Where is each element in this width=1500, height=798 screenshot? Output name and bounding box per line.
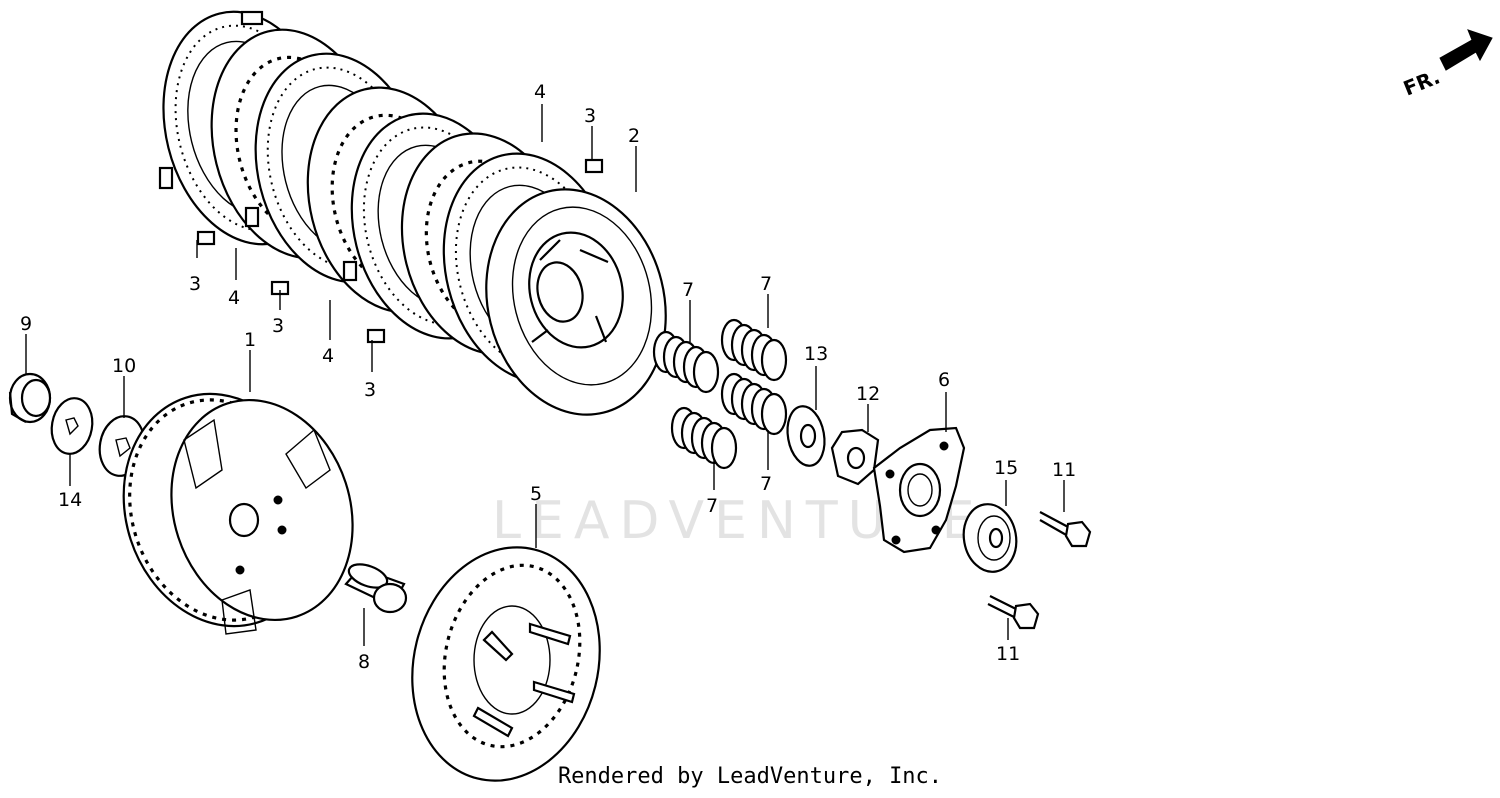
leader-lines (25, 104, 1065, 646)
callout-14: 14 (58, 489, 82, 511)
lifter-plate-6 (872, 426, 966, 554)
callout-3: 3 (272, 315, 284, 337)
callout-3: 3 (364, 379, 376, 401)
callout-3: 3 (584, 105, 596, 127)
collar-8 (344, 563, 408, 614)
clutch-spring-1 (652, 330, 720, 394)
callout-12: 12 (856, 383, 880, 405)
callout-11: 11 (996, 643, 1020, 665)
clutch-spring-4 (670, 406, 738, 470)
clutch-center-2 (485, 188, 667, 416)
callout-13: 13 (804, 343, 828, 365)
credit-line: Rendered by LeadVenture, Inc. (557, 764, 943, 789)
front-arrow-icon (1439, 29, 1493, 71)
callout-7: 7 (682, 279, 694, 301)
collar-9 (8, 372, 52, 424)
callout-4: 4 (228, 287, 240, 309)
lifter-12 (830, 428, 880, 486)
callout-1: 1 (244, 329, 256, 351)
bearing-15 (962, 503, 1018, 573)
callout-6: 6 (938, 369, 950, 391)
callout-numbers: 3 4 3 4 3 4 3 2 7 7 7 7 13 12 6 15 11 11… (20, 81, 1076, 673)
callout-11: 11 (1052, 459, 1076, 481)
callout-7: 7 (760, 473, 772, 495)
clutch-plate-stack (158, 10, 667, 416)
lock-washer-14 (50, 397, 94, 455)
bolt-11-upper (1039, 511, 1092, 548)
callout-3: 3 (189, 273, 201, 295)
callout-4: 4 (322, 345, 334, 367)
front-label: FR. (1400, 65, 1443, 101)
clutch-outer-1 (122, 392, 354, 635)
clutch-spring-2 (720, 318, 788, 382)
callout-8: 8 (358, 651, 370, 673)
callout-7: 7 (760, 273, 772, 295)
callout-15: 15 (994, 457, 1018, 479)
callout-4: 4 (534, 81, 546, 103)
callout-5: 5 (530, 483, 542, 505)
callout-9: 9 (20, 313, 32, 335)
clutch-spring-3 (720, 372, 788, 436)
washer-13 (786, 405, 826, 467)
callout-7: 7 (706, 495, 718, 517)
callout-10: 10 (112, 355, 136, 377)
front-direction-indicator: FR. (1400, 29, 1493, 101)
callout-2: 2 (628, 125, 640, 147)
pressure-plate-5 (411, 546, 601, 782)
bolt-11-lower (987, 595, 1040, 630)
